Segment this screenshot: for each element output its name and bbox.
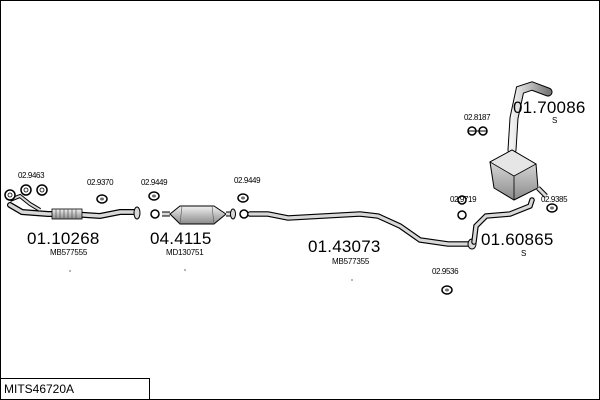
front-pipe-part[interactable] <box>7 193 141 220</box>
clamp-fitting-9449-b[interactable] <box>237 193 249 219</box>
title-box: MITS46720A <box>0 378 150 399</box>
gasket-fitting-9463[interactable] <box>4 184 48 201</box>
fitting-label-9463[interactable]: 02.9463 <box>18 171 45 180</box>
rear-silencer-ref: S <box>552 116 558 125</box>
fitting-label-8187[interactable]: 02.8187 <box>464 113 491 122</box>
rear-silencer-number[interactable]: 01.70086 <box>513 98 586 117</box>
gasket-fitting-9719[interactable] <box>457 195 467 220</box>
fitting-label-9536[interactable]: 02.9536 <box>432 267 459 276</box>
mounting-fitting-9370[interactable] <box>96 194 108 204</box>
diagram-title: MITS46720A <box>4 382 75 396</box>
fitting-label-9449-b[interactable]: 02.9449 <box>234 176 261 185</box>
middle-section-ref: S <box>521 249 527 258</box>
front-pipe-number[interactable]: 01.10268 <box>27 229 100 248</box>
rear-silencer-part[interactable] <box>489 81 553 201</box>
catalyst-ref: MD130751 <box>166 248 204 257</box>
hanger-fitting-9536[interactable] <box>441 285 453 295</box>
clamp-fitting-9449-a[interactable] <box>148 191 160 219</box>
center-pipe-number[interactable]: 01.43073 <box>308 237 381 256</box>
center-pipe-ref: MB577355 <box>332 257 370 266</box>
fitting-label-9719[interactable]: 02.9719 <box>450 195 477 204</box>
center-pipe-part[interactable] <box>247 211 471 247</box>
fitting-label-9449-a[interactable]: 02.9449 <box>141 178 168 187</box>
front-pipe-ref: MB577555 <box>50 248 88 257</box>
fitting-label-9385[interactable]: 02.9385 <box>541 195 568 204</box>
fitting-label-9370[interactable]: 02.9370 <box>87 178 114 187</box>
hanger-fitting-9385[interactable] <box>546 203 558 213</box>
clamp-fitting-8187[interactable] <box>467 126 488 136</box>
flex-joint <box>51 208 83 220</box>
middle-section-number[interactable]: 01.60865 <box>481 230 554 249</box>
catalyst-part[interactable] <box>162 205 236 225</box>
catalyst-number[interactable]: 04.4115 <box>150 229 212 248</box>
middle-section-part[interactable] <box>467 197 535 250</box>
